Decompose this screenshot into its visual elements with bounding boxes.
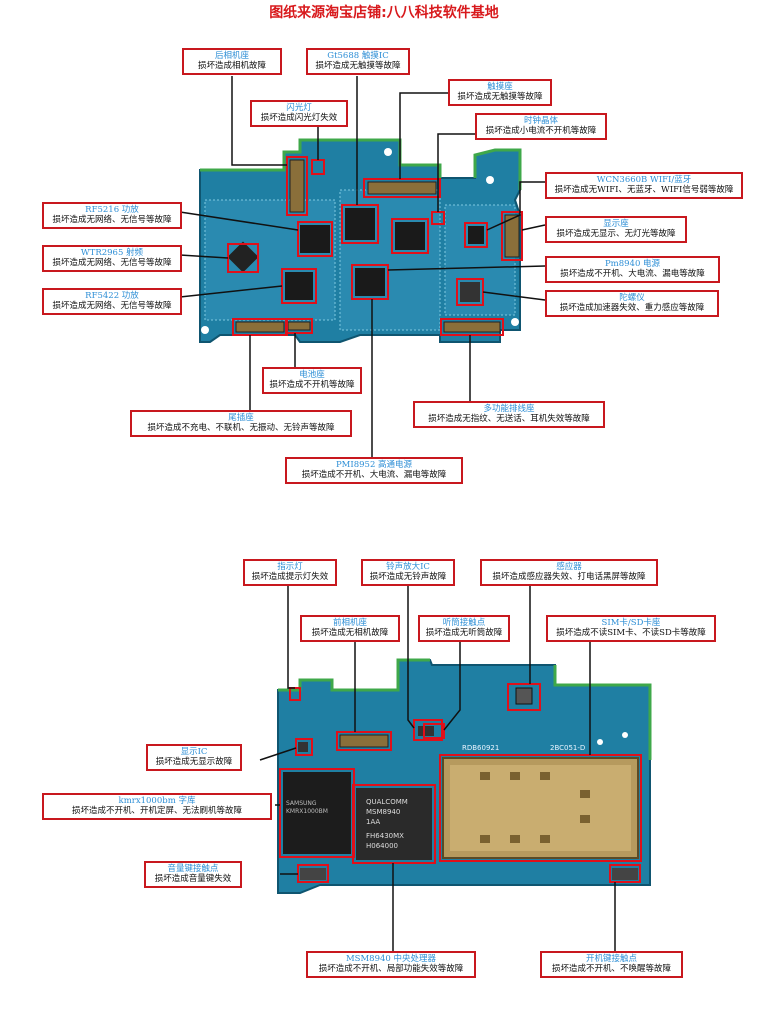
label-sim-slot: SIM卡/SD卡座损坏造成不读SIM卡、不读SD卡等故障 [546,615,716,642]
label-rf5216: RF5216 功放损坏造成无网络、无信号等故障 [42,202,182,229]
label-rear-camera: 后相机座损坏造成相机故障 [182,48,282,75]
label-indicator: 指示灯损坏造成提示灯失效 [243,559,337,586]
svg-text:MSM8940: MSM8940 [366,808,400,816]
label-emmc: kmrx1000bm 字库损坏造成不开机、开机定屏、无法刷机等故障 [42,793,272,820]
label-flash: 闪光灯损坏造成闪光灯失效 [250,100,348,127]
svg-text:H064000: H064000 [366,842,398,850]
label-tail-connector: 尾插座损坏造成不充电、不联机、无振动、无铃声等故障 [130,410,352,437]
label-battery: 电池座损坏造成不开机等故障 [262,367,362,394]
label-display-connector: 显示座损坏造成无显示、无灯光等故障 [545,216,687,243]
label-multi-connector: 多功能排线座损坏造成无指纹、无送话、耳机失效等故障 [413,401,605,428]
label-wcn: WCN3660B WIFI/蓝牙损坏造成无WIFI、无蓝牙、WIFI信号弱等故障 [545,172,743,199]
page-title: 图纸来源淘宝店铺:八八科技软件基地 [269,5,499,21]
label-sensor: 感应器损坏造成感应器失效、打电话黑屏等故障 [480,559,658,586]
svg-text:QUALCOMM: QUALCOMM [366,798,408,806]
svg-text:1AA: 1AA [366,818,380,826]
emmc-chip-text: SAMSUNG KMRX1000BM [286,800,328,815]
label-power-key: 开机键接触点损坏造成不开机、不唤醒等故障 [540,951,683,978]
label-touch-connector: 触摸座损坏造成无触摸等故障 [448,79,552,106]
label-pm8940: Pm8940 电源损坏造成不开机、大电流、漏电等故障 [545,256,720,283]
label-crystal: 时钟晶体损坏造成小电流不开机等故障 [475,113,607,140]
label-front-camera: 前相机座损坏造成无相机故障 [300,615,400,642]
label-earpiece: 听筒接触点损坏造成无听筒故障 [418,615,510,642]
label-cpu: MSM8940 中央处理器损坏造成不开机、局部功能失效等故障 [306,951,476,978]
pcb-code-2: 2BC051-D [550,744,586,752]
label-wtr: WTR2965 射频损坏造成无网络、无信号等故障 [42,245,182,272]
svg-text:FH6430MX: FH6430MX [366,832,404,840]
label-rf5422: RF5422 功放损坏造成无网络、无信号等故障 [42,288,182,315]
label-gyro: 陀螺仪损坏造成加速器失效、重力感应等故障 [545,290,719,317]
pcb-code: RDB60921 [462,744,500,752]
label-pmi8952: PMI8952 高通电源损坏造成不开机、大电流、漏电等故障 [285,457,463,484]
label-volume-key: 音量键接触点损坏造成音量键失效 [144,861,242,888]
